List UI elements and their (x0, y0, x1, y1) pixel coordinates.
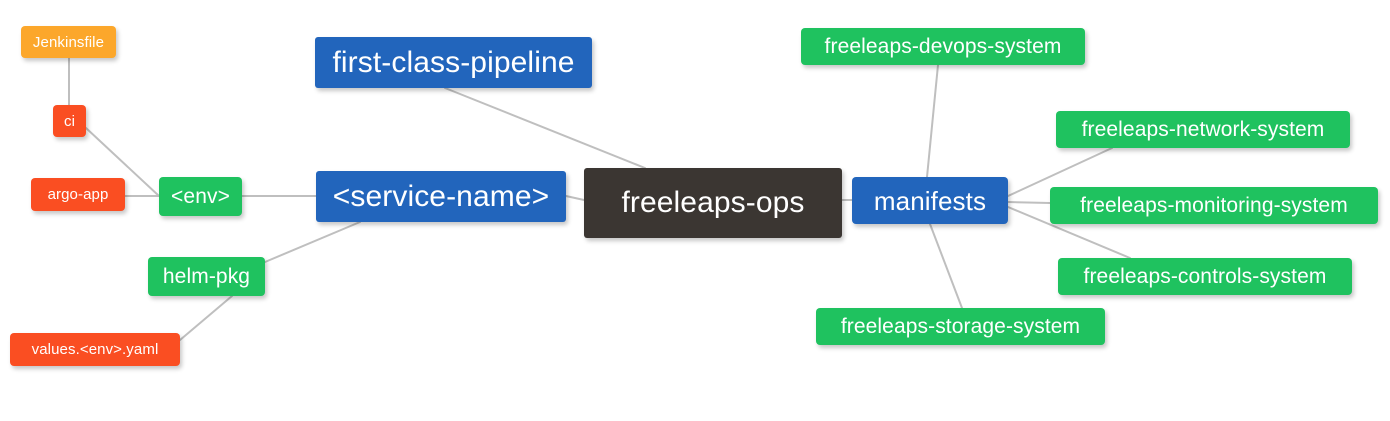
node-freeleaps-storage-system[interactable]: freeleaps-storage-system (816, 308, 1105, 345)
node-freeleaps-ops[interactable]: freeleaps-ops (584, 168, 842, 238)
edge-helm-pkg-to-service-name (264, 221, 361, 263)
node-service-name[interactable]: <service-name> (316, 171, 566, 222)
node-label: freeleaps-ops (621, 186, 805, 219)
node-label: Jenkinsfile (32, 33, 105, 51)
node-freeleaps-controls-system[interactable]: freeleaps-controls-system (1058, 258, 1352, 295)
edge-values-yaml-to-helm-pkg (179, 295, 233, 341)
node-manifests[interactable]: manifests (852, 177, 1008, 224)
node-label: freeleaps-monitoring-system (1080, 194, 1348, 217)
node-label: freeleaps-controls-system (1083, 265, 1327, 288)
edge-manifests-to-freeleaps-monitoring-system (1007, 201, 1051, 204)
node-label: first-class-pipeline (332, 45, 575, 79)
node-label: freeleaps-network-system (1081, 118, 1325, 141)
node-values-yaml[interactable]: values.<env>.yaml (10, 333, 180, 366)
node-label: values.<env>.yaml (31, 341, 159, 358)
node-jenkinsfile[interactable]: Jenkinsfile (21, 26, 116, 58)
node-label: argo-app (47, 186, 109, 203)
node-label: freeleaps-storage-system (840, 315, 1081, 338)
node-freeleaps-devops-system[interactable]: freeleaps-devops-system (801, 28, 1085, 65)
node-label: ci (63, 112, 76, 130)
node-helm-pkg[interactable]: helm-pkg (148, 257, 265, 296)
node-first-class-pipeline[interactable]: first-class-pipeline (315, 37, 592, 88)
node-label: <env> (171, 185, 230, 208)
node-label: <service-name> (332, 179, 550, 213)
node-freeleaps-network-system[interactable]: freeleaps-network-system (1056, 111, 1350, 148)
node-ci[interactable]: ci (53, 105, 86, 137)
node-label: helm-pkg (162, 265, 251, 288)
node-argo-app[interactable]: argo-app (31, 178, 125, 211)
node-label: freeleaps-devops-system (824, 35, 1062, 58)
node-label: manifests (873, 185, 987, 216)
node-freeleaps-monitoring-system[interactable]: freeleaps-monitoring-system (1050, 187, 1378, 224)
edge-manifests-to-freeleaps-storage-system (929, 223, 963, 309)
edge-first-class-pipeline-to-freeleaps-ops (444, 87, 646, 169)
edge-service-name-to-freeleaps-ops (565, 195, 585, 201)
edge-manifests-to-freeleaps-devops-system (926, 64, 939, 178)
node-env[interactable]: <env> (159, 177, 242, 216)
